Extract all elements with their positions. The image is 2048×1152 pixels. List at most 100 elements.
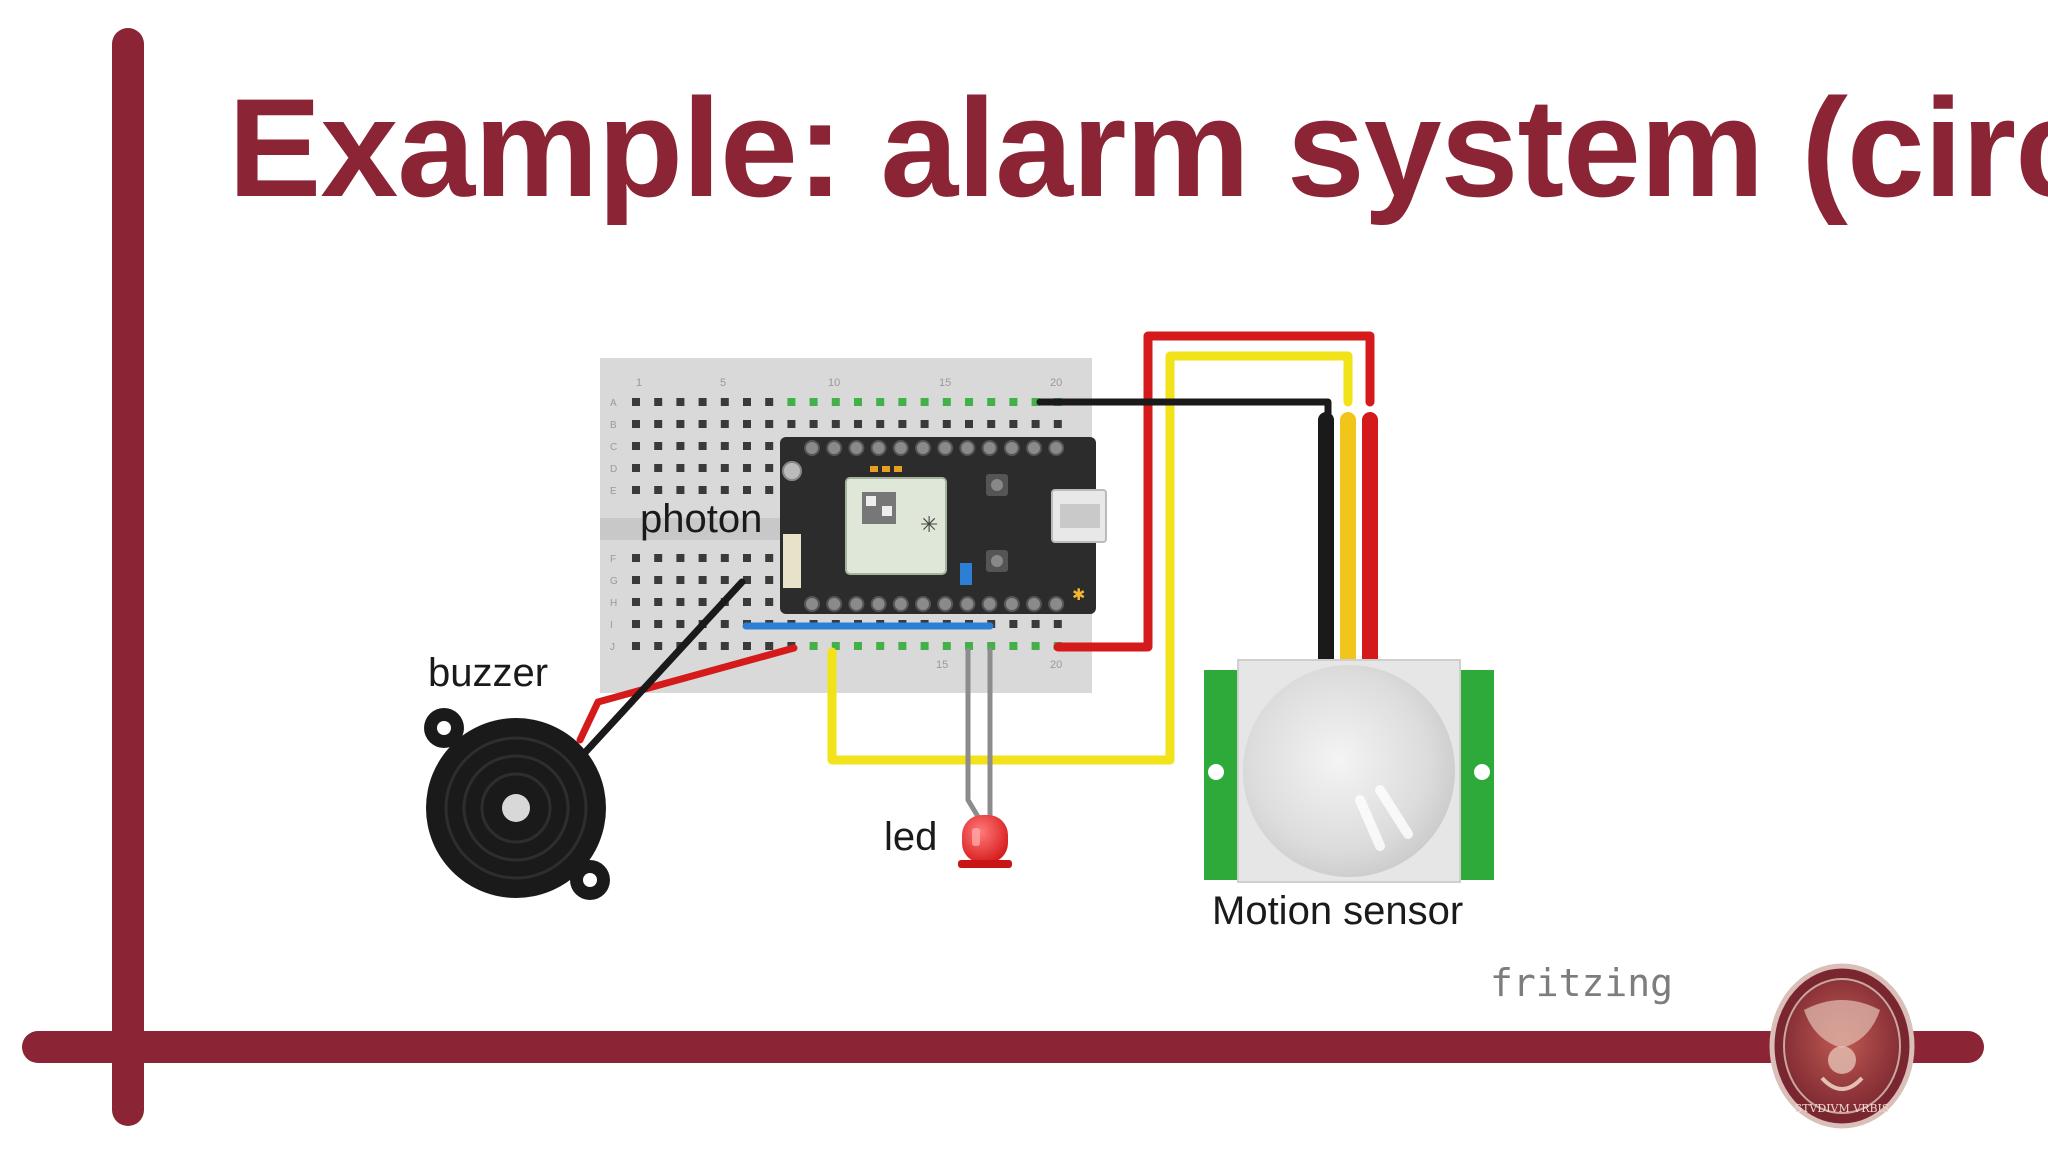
breadboard-hole — [765, 420, 774, 428]
photon-pin — [981, 440, 998, 456]
slide-title: Example: alarm system (circuit) — [228, 69, 2048, 226]
breadboard-hole — [854, 420, 862, 428]
breadboard-hole — [698, 464, 707, 472]
breadboard-hole — [698, 486, 707, 494]
wires — [576, 331, 1378, 823]
breadboard-hole — [676, 398, 685, 406]
breadboard-hole — [809, 420, 818, 428]
breadboard-hole — [632, 486, 640, 494]
breadboard-hole — [987, 398, 996, 406]
breadboard-hole — [632, 642, 640, 650]
breadboard-hole — [1009, 642, 1018, 650]
breadboard-hole — [720, 620, 729, 628]
photon-pin — [937, 440, 954, 456]
breadboard-hole — [942, 642, 951, 650]
row-letter-f: F — [610, 554, 616, 565]
breadboard-hole — [632, 598, 640, 606]
horizontal-frame-bar — [22, 1031, 1984, 1063]
breadboard-hole — [1053, 420, 1062, 428]
breadboard-hole — [676, 420, 685, 428]
breadboard-hole — [676, 598, 685, 606]
led-component — [958, 815, 1012, 868]
buzzer-red-wire — [576, 644, 798, 744]
photon-pin — [870, 440, 887, 456]
breadboard-hole — [765, 598, 774, 606]
photon-label: photon — [640, 497, 762, 541]
breadboard-hole — [831, 420, 840, 428]
breadboard-hole — [698, 598, 707, 606]
seal-figure-icon — [1804, 1000, 1880, 1048]
breadboard-hole — [654, 442, 663, 450]
photon-pin — [804, 596, 820, 612]
breadboard-hole — [676, 620, 685, 628]
col-label-5: 5 — [720, 377, 726, 389]
breadboard-hole — [1031, 620, 1040, 628]
breadboard-hole — [654, 486, 663, 494]
row-letter-c: C — [610, 442, 617, 453]
breadboard-hole — [987, 642, 996, 650]
breadboard-hole — [1009, 420, 1018, 428]
breadboard-hole — [765, 442, 774, 450]
row-letter-d: D — [610, 464, 617, 475]
photon-pin — [892, 596, 909, 612]
breadboard-hole — [1009, 620, 1018, 628]
row-letter-b: B — [610, 420, 617, 431]
photon-pin — [959, 596, 976, 612]
photon-pin — [959, 440, 976, 456]
breadboard-hole — [765, 554, 774, 562]
breadboard-hole — [831, 642, 840, 650]
breadboard-hole — [720, 398, 729, 406]
sensor-dome — [1243, 665, 1455, 877]
led-bulb — [962, 815, 1008, 863]
usb-opening — [1060, 504, 1100, 528]
photon-pin — [870, 596, 887, 612]
seal-text: STVDIVM VRBIS — [1795, 1102, 1890, 1115]
breadboard-hole — [720, 420, 729, 428]
breadboard-hole — [720, 576, 729, 584]
breadboard-hole — [831, 398, 840, 406]
breadboard-hole — [698, 576, 707, 584]
breadboard-hole — [676, 554, 685, 562]
vertical-frame-bar — [112, 28, 144, 1126]
breadboard-hole — [809, 642, 818, 650]
breadboard-hole — [1009, 398, 1018, 406]
row-letter-j: J — [610, 642, 615, 653]
breadboard-hole — [898, 398, 907, 406]
col-label-1: 1 — [636, 377, 642, 389]
breadboard-hole — [698, 642, 707, 650]
breadboard-hole — [654, 420, 663, 428]
breadboard-hole — [720, 464, 729, 472]
breadboard-hole — [1031, 420, 1040, 428]
buzzer-black-wire — [576, 578, 746, 762]
breadboard-hole — [1031, 642, 1040, 650]
photon-pin — [1048, 440, 1065, 456]
breadboard-hole — [765, 486, 774, 494]
breadboard-hole — [765, 398, 774, 406]
breadboard-hole — [743, 642, 751, 650]
fritzing-watermark: fritzing — [1490, 961, 1673, 1005]
breadboard-hole — [676, 486, 685, 494]
photon-pin — [826, 440, 843, 456]
buzzer-component — [424, 708, 610, 900]
breadboard-hole — [898, 420, 907, 428]
yellow-signal-wire — [827, 351, 1353, 765]
breadboard-hole — [898, 642, 907, 650]
breadboard-hole — [654, 642, 663, 650]
breadboard-hole — [920, 398, 929, 406]
breadboard-hole — [632, 398, 640, 406]
row-letter-g: G — [610, 576, 618, 587]
breadboard-hole — [920, 420, 929, 428]
breadboard-hole — [676, 576, 685, 584]
breadboard-hole — [743, 464, 751, 472]
breadboard-hole — [698, 398, 707, 406]
photon-pin — [1048, 596, 1065, 612]
breadboard-hole — [632, 464, 640, 472]
breadboard-hole — [720, 486, 729, 494]
breadboard-hole — [654, 398, 663, 406]
breadboard-hole — [654, 554, 663, 562]
breadboard-hole — [809, 398, 818, 406]
breadboard-hole — [632, 576, 640, 584]
breadboard-hole — [942, 420, 951, 428]
breadboard-hole — [632, 442, 640, 450]
